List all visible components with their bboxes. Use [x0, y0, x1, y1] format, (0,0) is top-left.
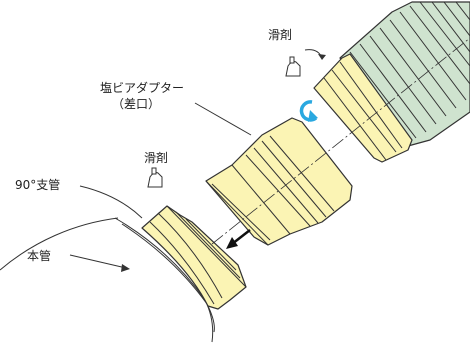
main-pipe	[0, 212, 215, 343]
adapter-label-line1: 塩ビアダプター	[100, 80, 184, 95]
adapter-leader-line	[194, 102, 252, 136]
main-pipe-leader-arrowhead	[121, 264, 130, 272]
center-axis-line	[211, 37, 470, 245]
branch-pipe-label: 90°支管	[15, 177, 60, 192]
branch-pipe-socket	[141, 205, 247, 310]
corrugated-pipe	[339, 1, 470, 147]
pvc-adapter	[205, 117, 353, 246]
lubricant-label-mid: 滑剤	[144, 150, 168, 165]
lubricant-bottle-icon-mid	[147, 167, 163, 188]
lubricant-bottle-icon-top	[285, 56, 301, 77]
branch-pipe-leader-line	[79, 185, 143, 219]
adapter-label-line2: （差口）	[112, 97, 160, 111]
lubricant-pointer-top	[304, 49, 323, 59]
main-pipe-label: 本管	[27, 248, 51, 263]
lubricant-label-top: 滑剤	[268, 27, 292, 42]
main-pipe-leader-line	[69, 254, 127, 269]
rotate-arrow-icon	[299, 100, 318, 122]
pipe-coupling	[313, 53, 413, 163]
insert-arrow-icon	[226, 229, 251, 249]
